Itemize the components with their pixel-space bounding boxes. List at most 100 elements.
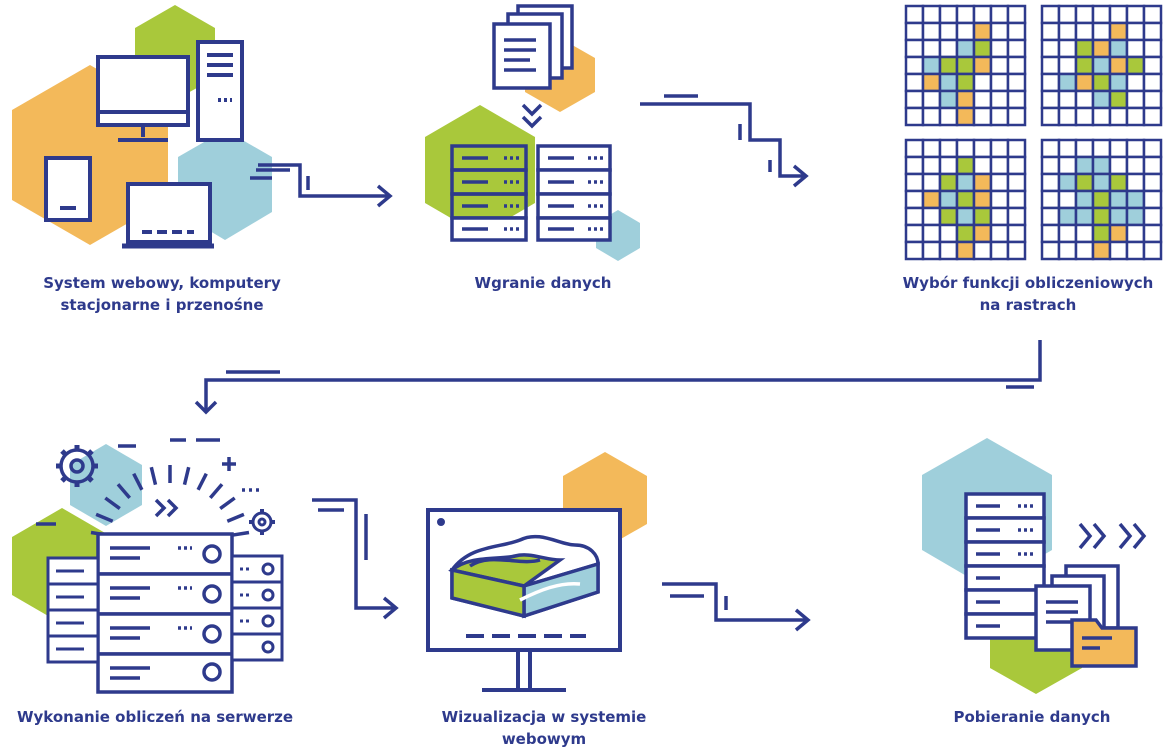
- raster-cell: [904, 89, 925, 110]
- raster-cell: [972, 106, 993, 127]
- raster-cell: [1057, 138, 1078, 159]
- raster-cell: [1142, 106, 1163, 127]
- raster-cell: [1074, 172, 1095, 193]
- caption-data-download: Pobieranie danych: [912, 706, 1152, 728]
- raster-cell: [1108, 89, 1129, 110]
- raster-cell: [1091, 21, 1112, 42]
- raster-cell: [1057, 89, 1078, 110]
- caption-web-system: System webowy, komputery stacjonarne i p…: [12, 272, 312, 316]
- raster-cell: [972, 21, 993, 42]
- raster-cell: [1040, 55, 1061, 76]
- devices-illustration: [12, 5, 272, 249]
- raster-cell: [1091, 4, 1112, 25]
- raster-cell: [1040, 223, 1061, 244]
- raster-cell: [972, 72, 993, 93]
- raster-cell: [921, 106, 942, 127]
- raster-cell: [955, 240, 976, 261]
- caption-line: System webowy, komputery: [43, 274, 281, 292]
- desktop-monitor-icon: [96, 55, 190, 142]
- raster-cell: [1006, 38, 1027, 59]
- raster-cell: [989, 138, 1010, 159]
- gauge-tick: [226, 512, 245, 523]
- raster-cell: [989, 55, 1010, 76]
- arrow-step2-to-step3: [640, 94, 809, 188]
- raster-cell: [1125, 72, 1146, 93]
- raster-cell: [1091, 106, 1112, 127]
- raster-cell: [1006, 4, 1027, 25]
- raster-cell: [1091, 55, 1112, 76]
- raster-cell: [1142, 55, 1163, 76]
- caption-line: Wybór funkcji obliczeniowych: [902, 274, 1154, 292]
- raster-cell: [1057, 155, 1078, 176]
- raster-cell: [938, 240, 959, 261]
- raster-cell: [955, 4, 976, 25]
- server-rack-icon: [230, 554, 284, 662]
- raster-cell: [1108, 106, 1129, 127]
- gauge-tick: [149, 466, 158, 486]
- raster-grids-illustration: [904, 4, 1163, 261]
- raster-cell: [904, 172, 925, 193]
- raster-cell: [938, 189, 959, 210]
- data-download-illustration: [922, 438, 1147, 694]
- blue-hexagon: [70, 444, 142, 526]
- raster-cell: [1108, 206, 1129, 227]
- raster-cell: [1091, 72, 1112, 93]
- chevron-right-icon: [154, 498, 179, 518]
- caption-raster-functions: Wybór funkcji obliczeniowych na rastrach: [890, 272, 1166, 316]
- caption-line: Wgranie danych: [474, 274, 612, 292]
- raster-cell: [972, 4, 993, 25]
- raster-cell: [989, 206, 1010, 227]
- raster-cell: [1091, 223, 1112, 244]
- raster-cell: [921, 21, 942, 42]
- raster-cell: [972, 138, 993, 159]
- raster-cell: [1108, 72, 1129, 93]
- raster-grid-icon: [904, 138, 1027, 261]
- raster-cell: [1057, 240, 1078, 261]
- caption-server-computation: Wykonanie obliczeń na serwerze: [0, 706, 310, 728]
- raster-cell: [938, 223, 959, 244]
- raster-cell: [904, 72, 925, 93]
- raster-cell: [1108, 38, 1129, 59]
- raster-cell: [921, 172, 942, 193]
- raster-cell: [989, 21, 1010, 42]
- caption-data-upload: Wgranie danych: [420, 272, 666, 294]
- raster-cell: [921, 138, 942, 159]
- raster-cell: [938, 206, 959, 227]
- raster-cell: [989, 223, 1010, 244]
- raster-cell: [1057, 38, 1078, 59]
- raster-cell: [1006, 206, 1027, 227]
- caption-line: Pobieranie danych: [953, 708, 1111, 726]
- raster-cell: [1074, 240, 1095, 261]
- raster-cell: [938, 72, 959, 93]
- raster-cell: [1142, 172, 1163, 193]
- raster-cell: [1091, 206, 1112, 227]
- raster-cell: [1040, 38, 1061, 59]
- raster-grid-icon: [1040, 138, 1163, 261]
- raster-cell: [1091, 138, 1112, 159]
- server-rack-icon: [536, 144, 612, 242]
- raster-cell: [904, 223, 925, 244]
- raster-cell: [1125, 206, 1146, 227]
- gauge-tick: [95, 512, 114, 523]
- server-rack-icon: [964, 492, 1046, 640]
- raster-cell: [1142, 89, 1163, 110]
- raster-cell: [1074, 138, 1095, 159]
- raster-cell: [1125, 240, 1146, 261]
- raster-cell: [1006, 189, 1027, 210]
- raster-cell: [1057, 223, 1078, 244]
- raster-cell: [1108, 55, 1129, 76]
- server-rack-icon: [96, 532, 234, 694]
- raster-cell: [1142, 189, 1163, 210]
- gauge-tick: [116, 483, 132, 500]
- gauge-tick: [196, 472, 208, 491]
- raster-cell: [904, 240, 925, 261]
- raster-cell: [904, 21, 925, 42]
- raster-cell: [938, 55, 959, 76]
- raster-cell: [1125, 55, 1146, 76]
- raster-cell: [1091, 89, 1112, 110]
- raster-cell: [1125, 172, 1146, 193]
- raster-cell: [921, 223, 942, 244]
- raster-cell: [972, 189, 993, 210]
- raster-cell: [972, 172, 993, 193]
